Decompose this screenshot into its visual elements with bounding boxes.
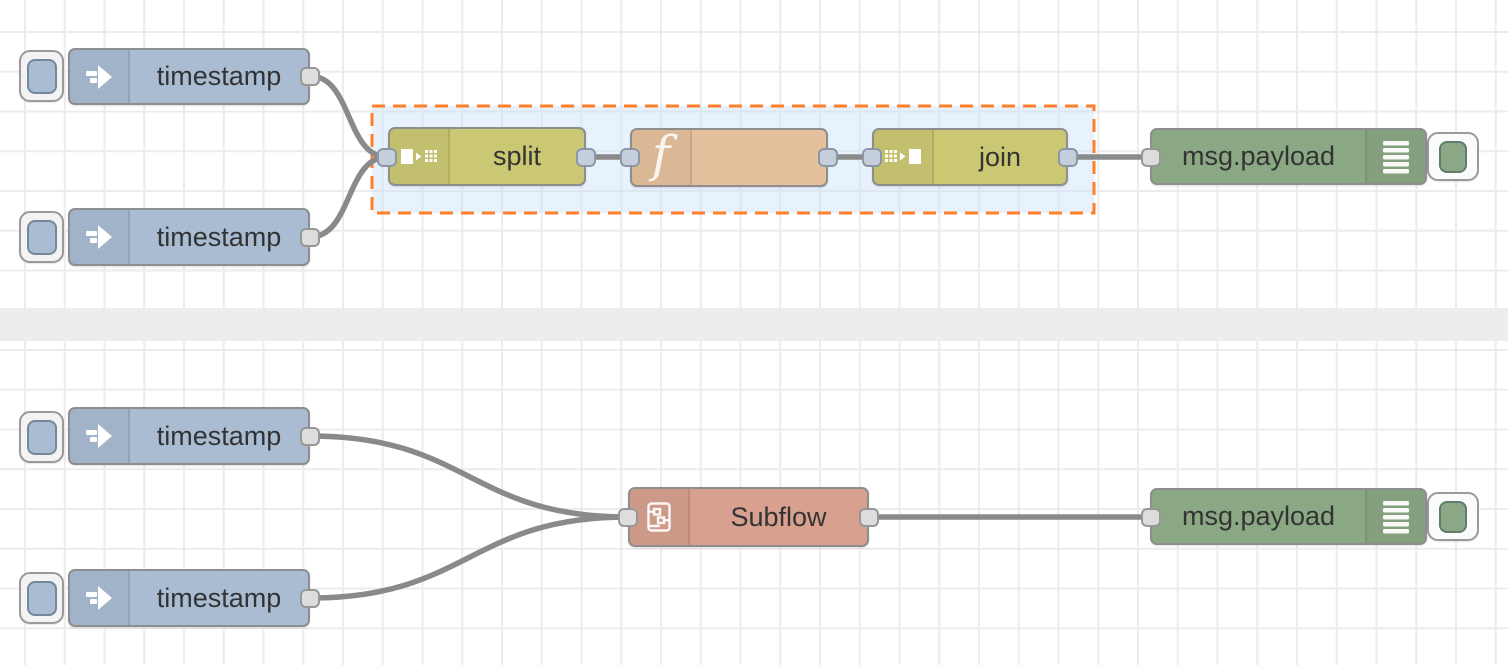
inject-icon-region (70, 571, 130, 625)
input-port[interactable] (377, 147, 397, 167)
inject-button-inner (26, 580, 57, 616)
input-port[interactable] (1141, 507, 1161, 527)
inject-icon-region (70, 409, 130, 463)
subflow-node[interactable]: Subflow (628, 487, 869, 547)
inject-node-4[interactable]: timestamp (68, 569, 310, 627)
node-label: timestamp (156, 582, 282, 613)
wire[interactable] (307, 514, 631, 601)
inject-icon-region (70, 50, 130, 103)
inject-button-inner (26, 219, 57, 255)
inject-icon-region (70, 210, 130, 264)
join-node[interactable]: join (872, 128, 1068, 186)
debug-toggle-inner (1439, 140, 1467, 173)
debug-toggle-inner (1439, 500, 1467, 533)
debug-node-1[interactable]: msg.payload (1150, 128, 1427, 185)
output-port[interactable] (1058, 147, 1078, 167)
node-label: msg.payload (1181, 501, 1336, 531)
output-port[interactable] (300, 227, 320, 247)
inject-button[interactable] (19, 572, 64, 624)
inject-button[interactable] (19, 50, 64, 102)
debug-list-icon (1383, 500, 1409, 533)
node-label: msg.payload (1181, 141, 1336, 171)
wire[interactable] (307, 73, 390, 160)
inject-arrow-icon (86, 424, 112, 448)
join-icon-region (874, 130, 934, 184)
wire[interactable] (307, 433, 631, 520)
function-node[interactable]: f (630, 128, 828, 187)
output-port[interactable] (576, 147, 596, 167)
input-port[interactable] (862, 147, 882, 167)
inject-arrow-icon (86, 586, 112, 610)
inject-node-2[interactable]: timestamp (68, 208, 310, 266)
inject-node-3[interactable]: timestamp (68, 407, 310, 465)
join-icon (885, 149, 921, 164)
node-label (692, 130, 826, 185)
debug-icon-region (1365, 130, 1425, 183)
debug-icon-region (1365, 490, 1425, 543)
function-icon-region: f (632, 124, 692, 185)
input-port[interactable] (618, 507, 638, 527)
input-port[interactable] (620, 147, 640, 167)
input-port[interactable] (1141, 147, 1161, 167)
inject-arrow-icon (86, 64, 112, 89)
debug-node-2[interactable]: msg.payload (1150, 488, 1427, 545)
inject-button-inner (26, 419, 57, 455)
node-label: join (978, 141, 1022, 172)
split-icon-region (390, 129, 450, 184)
node-label: split (492, 141, 541, 171)
node-label: timestamp (156, 221, 282, 252)
inject-button-inner (26, 58, 57, 94)
inject-node-1[interactable]: timestamp (68, 48, 310, 105)
split-icon (401, 148, 437, 164)
subflow-icon-region (630, 489, 690, 545)
output-port[interactable] (300, 426, 320, 446)
output-port[interactable] (300, 588, 320, 608)
inject-arrow-icon (86, 225, 112, 249)
inject-button[interactable] (19, 411, 64, 463)
function-f-icon: f (651, 124, 671, 183)
output-port[interactable] (300, 66, 320, 86)
node-label: timestamp (156, 61, 282, 91)
debug-list-icon (1383, 140, 1409, 173)
output-port[interactable] (859, 507, 879, 527)
output-port[interactable] (818, 147, 838, 167)
inject-button[interactable] (19, 211, 64, 263)
node-label: timestamp (156, 420, 282, 451)
subflow-icon (647, 502, 671, 532)
node-label: Subflow (730, 501, 827, 532)
wire[interactable] (307, 154, 390, 240)
split-node[interactable]: split (388, 127, 586, 186)
debug-toggle-button[interactable] (1427, 132, 1479, 181)
debug-toggle-button[interactable] (1427, 492, 1479, 541)
workspace-divider (0, 308, 1508, 341)
